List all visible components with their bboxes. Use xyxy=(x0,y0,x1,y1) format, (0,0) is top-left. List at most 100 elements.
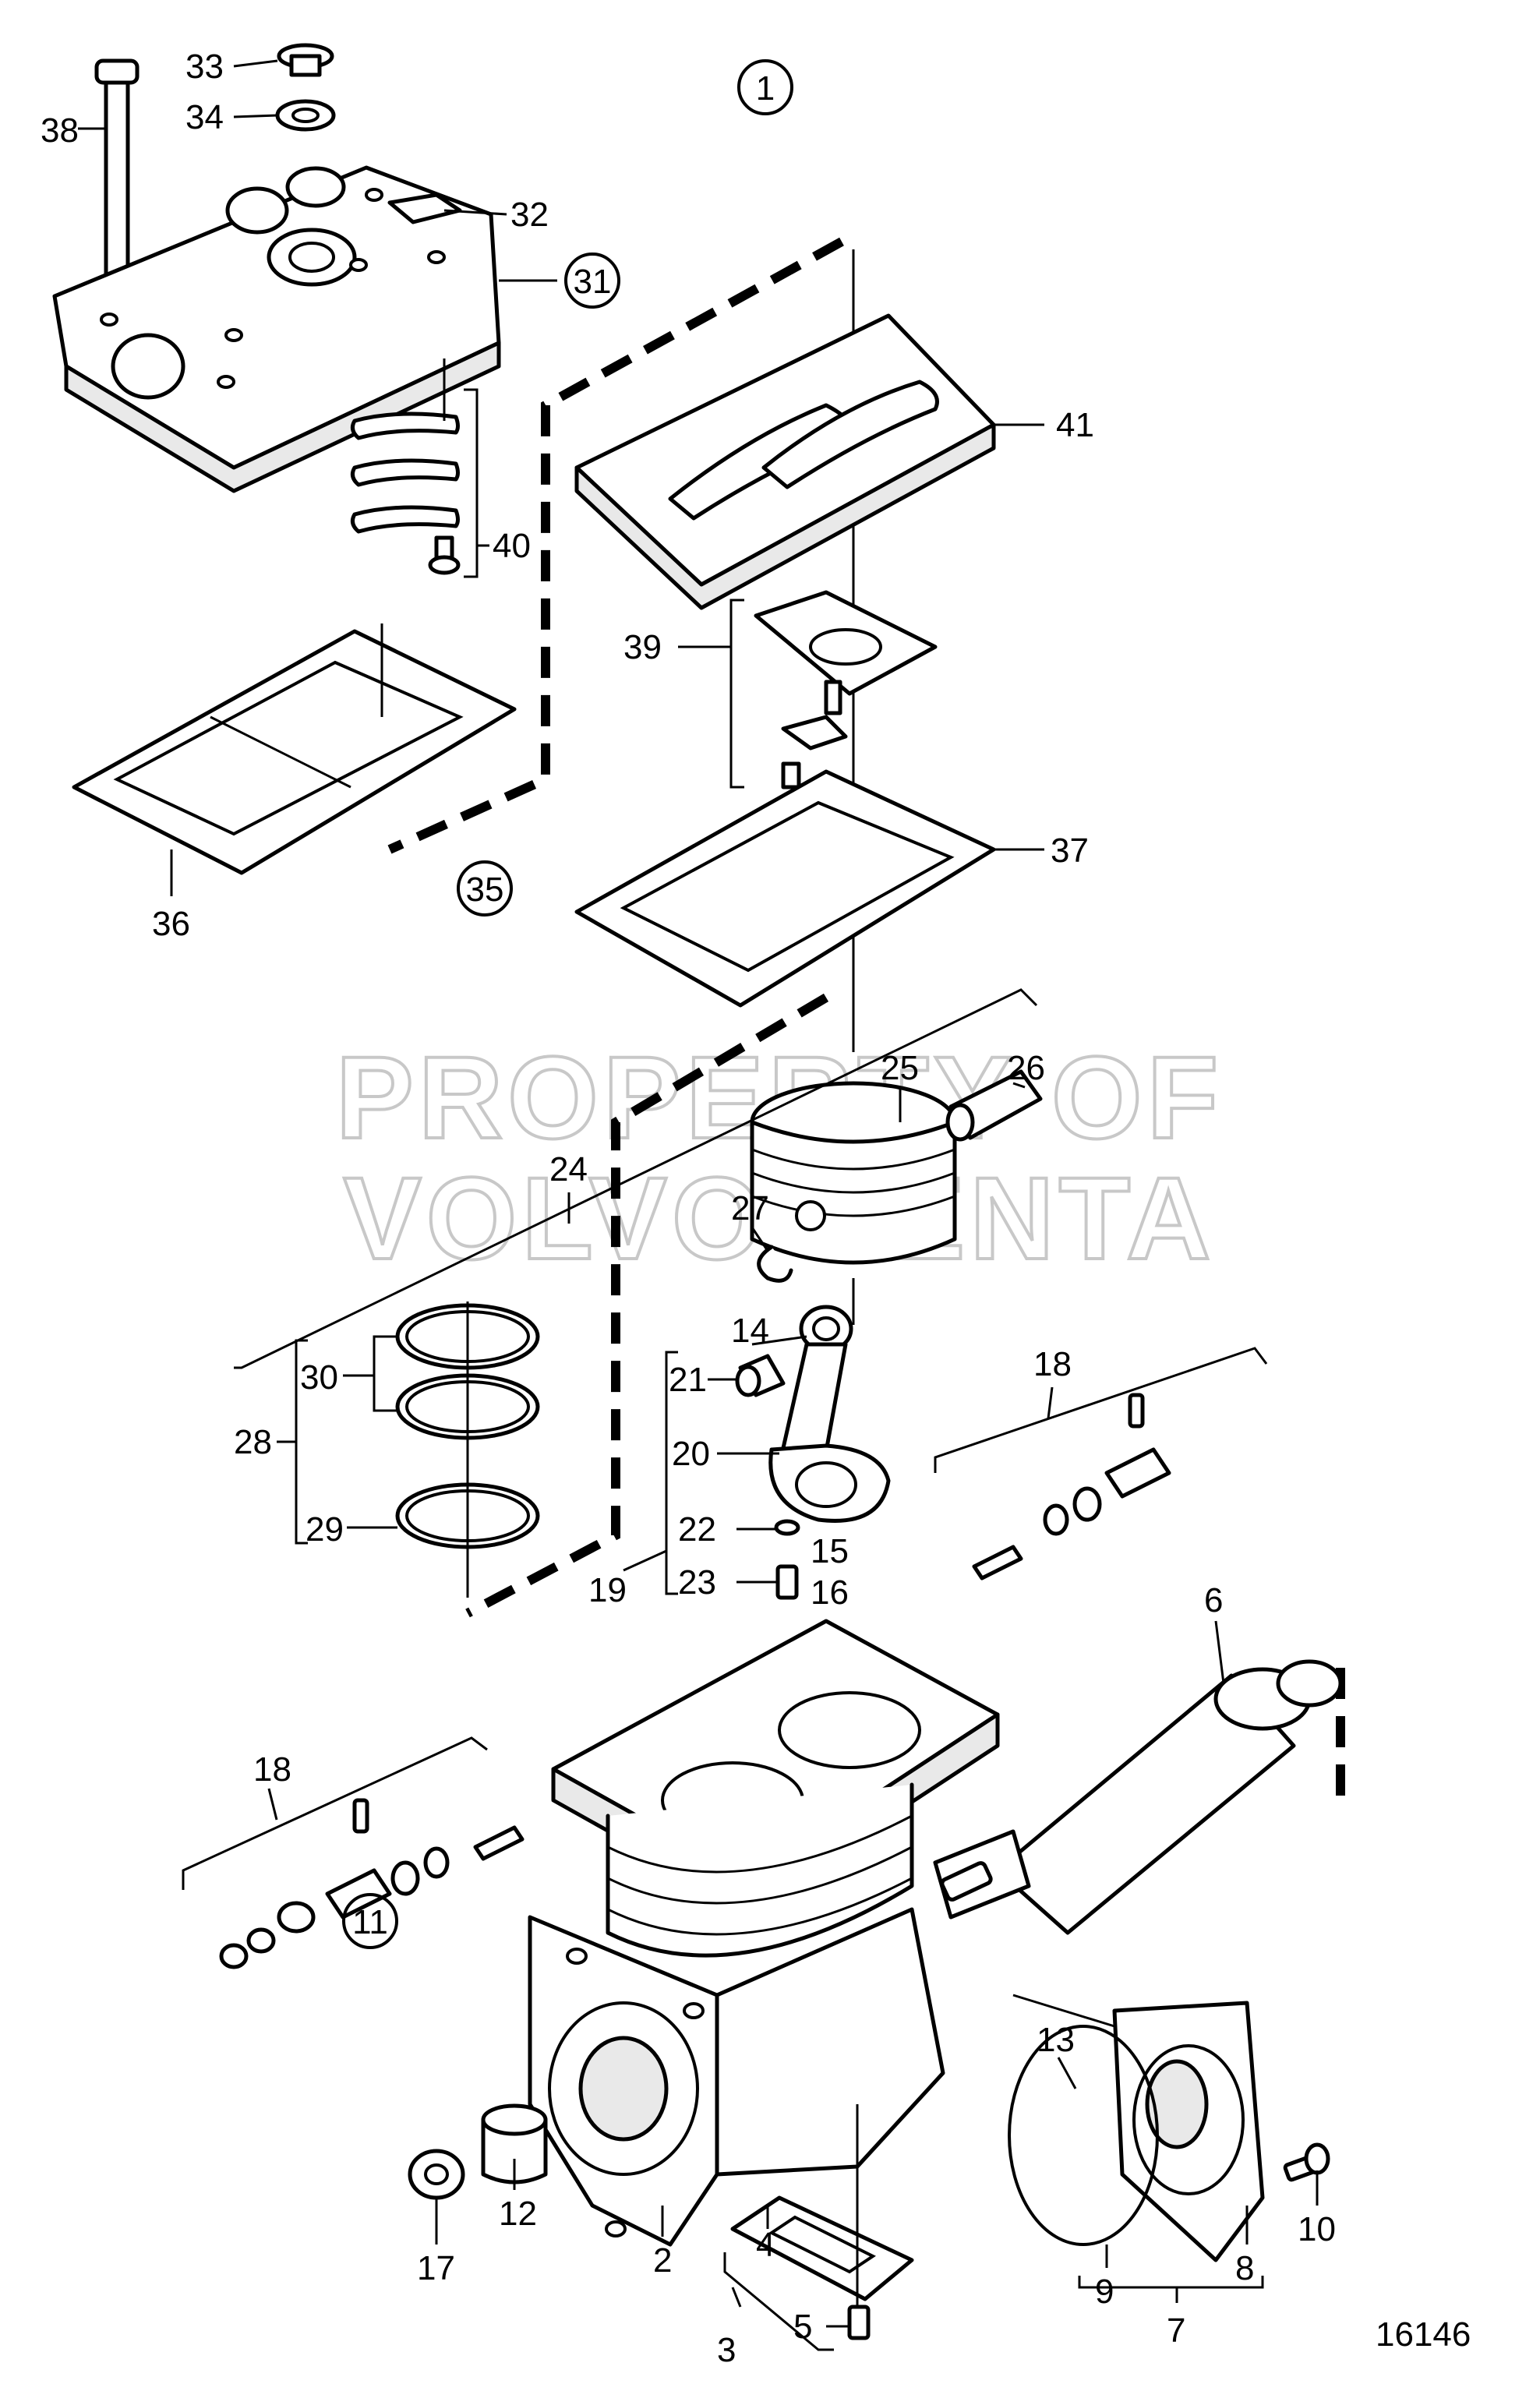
cylinder-head-31-side xyxy=(64,341,501,493)
bracket-40 xyxy=(464,388,479,578)
cylinder-fin-1 xyxy=(607,1814,913,1874)
flange-hole-3 xyxy=(605,2220,627,2237)
piston-ring-groove-3 xyxy=(751,1195,955,1217)
callout-34: 34 xyxy=(185,98,224,136)
callout-16: 16 xyxy=(811,1573,849,1612)
unloader-18-left-ring-a xyxy=(390,1860,420,1896)
callout-41: 41 xyxy=(1056,406,1094,444)
unloader-18-right-ring-b xyxy=(1043,1503,1069,1536)
leader-6 xyxy=(1214,1620,1225,1684)
valve-plate-39-part xyxy=(781,715,848,751)
callout-18-right: 18 xyxy=(1033,1345,1072,1383)
valve-plate-group xyxy=(574,249,996,1052)
callout-26: 26 xyxy=(1007,1049,1045,1087)
dash-line-upper xyxy=(387,237,844,854)
head-outlet-bore xyxy=(288,242,335,273)
callout-29: 29 xyxy=(306,1510,344,1549)
leader-19 xyxy=(623,1549,667,1572)
crankcase-bearing-web xyxy=(578,2036,669,2142)
head-bolt-38-head xyxy=(94,58,140,85)
head-bolt-hole-2 xyxy=(224,328,243,342)
nut-17-bore xyxy=(424,2163,449,2185)
reed-valve-40-b xyxy=(350,458,460,487)
leader-30-b xyxy=(373,1376,397,1412)
callout-12: 12 xyxy=(499,2195,537,2233)
unloader-18-left xyxy=(219,1798,525,1969)
gasket-39-port xyxy=(809,628,882,666)
callout-10: 10 xyxy=(1298,2210,1336,2248)
crankshaft-6-journal xyxy=(1276,1659,1343,1708)
crankcase-2-body xyxy=(715,1907,945,2177)
callout-circle-35 xyxy=(457,860,513,917)
drawing-number: 16146 xyxy=(1376,2315,1471,2354)
reed-valve-40-a xyxy=(350,411,460,440)
flange-hole-2 xyxy=(683,2002,705,2019)
screw-10-head xyxy=(1304,2142,1330,2175)
piston-pin-bore xyxy=(795,1200,826,1231)
callout-labels: 1 31 35 11 38 33 34 32 40 36 41 39 37 24… xyxy=(41,48,1336,2369)
head-port-plug xyxy=(111,333,185,400)
leader-lines xyxy=(78,59,1319,2351)
bracket-3 xyxy=(723,2252,834,2351)
unloader-18-right-pin xyxy=(1128,1393,1145,1429)
leader-18-right xyxy=(1047,1386,1054,1419)
bracket-24 xyxy=(234,988,1038,1369)
cylinder-fin-2 xyxy=(607,1845,913,1905)
bracket-39 xyxy=(729,599,744,789)
callout-1: 1 xyxy=(756,69,775,108)
callout-5: 5 xyxy=(793,2308,812,2346)
callout-33: 33 xyxy=(185,48,224,86)
leader-34 xyxy=(233,114,278,118)
unloader-18-right xyxy=(972,1393,1171,1581)
leader-3 xyxy=(731,2287,742,2308)
crankshaft-6-thread xyxy=(940,1861,993,1902)
callout-27: 27 xyxy=(731,1189,769,1227)
gasket-37-inner xyxy=(620,800,955,973)
unloader-18-left-clip-b xyxy=(219,1943,249,1969)
callout-15: 15 xyxy=(811,1532,849,1570)
callout-9: 9 xyxy=(1095,2273,1114,2311)
crankcase-group xyxy=(408,1619,1343,2340)
head-plug-boss xyxy=(285,166,346,208)
unloader-18-left-body xyxy=(325,1868,392,1920)
bracket-18-left xyxy=(182,1736,488,1890)
callout-8: 8 xyxy=(1235,2249,1254,2287)
leader-18-left xyxy=(267,1788,278,1821)
callout-35: 35 xyxy=(466,871,504,909)
valve-plate-41-side xyxy=(574,422,996,610)
head-top-boss xyxy=(225,186,289,235)
callout-7: 7 xyxy=(1167,2312,1185,2350)
head-bolt-hole-5 xyxy=(365,188,383,202)
leader-32 xyxy=(443,209,507,216)
callout-17: 17 xyxy=(417,2249,455,2287)
callout-circle-31 xyxy=(564,253,620,309)
washer-22 xyxy=(774,1519,800,1536)
unloader-18-right-spring xyxy=(972,1545,1023,1581)
callout-36: 36 xyxy=(152,905,190,943)
leader-33 xyxy=(233,59,278,68)
leader-13 xyxy=(1057,2057,1077,2089)
cylinder-fin-3 xyxy=(607,1877,913,1936)
callout-37: 37 xyxy=(1051,832,1089,870)
unloader-18-left-spring xyxy=(473,1825,525,1861)
head-bolt-hole-1 xyxy=(100,313,118,327)
unloader-18-left-cap xyxy=(277,1901,316,1934)
unloader-18-left-ring-b xyxy=(423,1846,450,1879)
leader-30-a xyxy=(343,1335,397,1377)
crankshaft-6 xyxy=(995,1673,1296,1935)
callout-14: 14 xyxy=(731,1312,769,1350)
piston-ring-groove-1 xyxy=(751,1148,955,1171)
callout-4: 4 xyxy=(756,2226,775,2264)
screw-5 xyxy=(847,2305,871,2340)
callout-11: 11 xyxy=(352,1903,388,1941)
washer-34-hole xyxy=(291,108,320,123)
valve-pin-39 xyxy=(824,680,842,715)
callout-21: 21 xyxy=(669,1361,707,1399)
con-rod-small-end-bore xyxy=(812,1316,840,1341)
bracket-7 xyxy=(1078,2276,1264,2289)
callout-circle-1 xyxy=(737,59,793,115)
callout-30: 30 xyxy=(300,1358,338,1397)
o-ring-9 xyxy=(1008,2025,1159,2246)
unloader-assemblies xyxy=(219,1393,1171,1969)
unloader-18-left-clip-a xyxy=(246,1927,276,1954)
